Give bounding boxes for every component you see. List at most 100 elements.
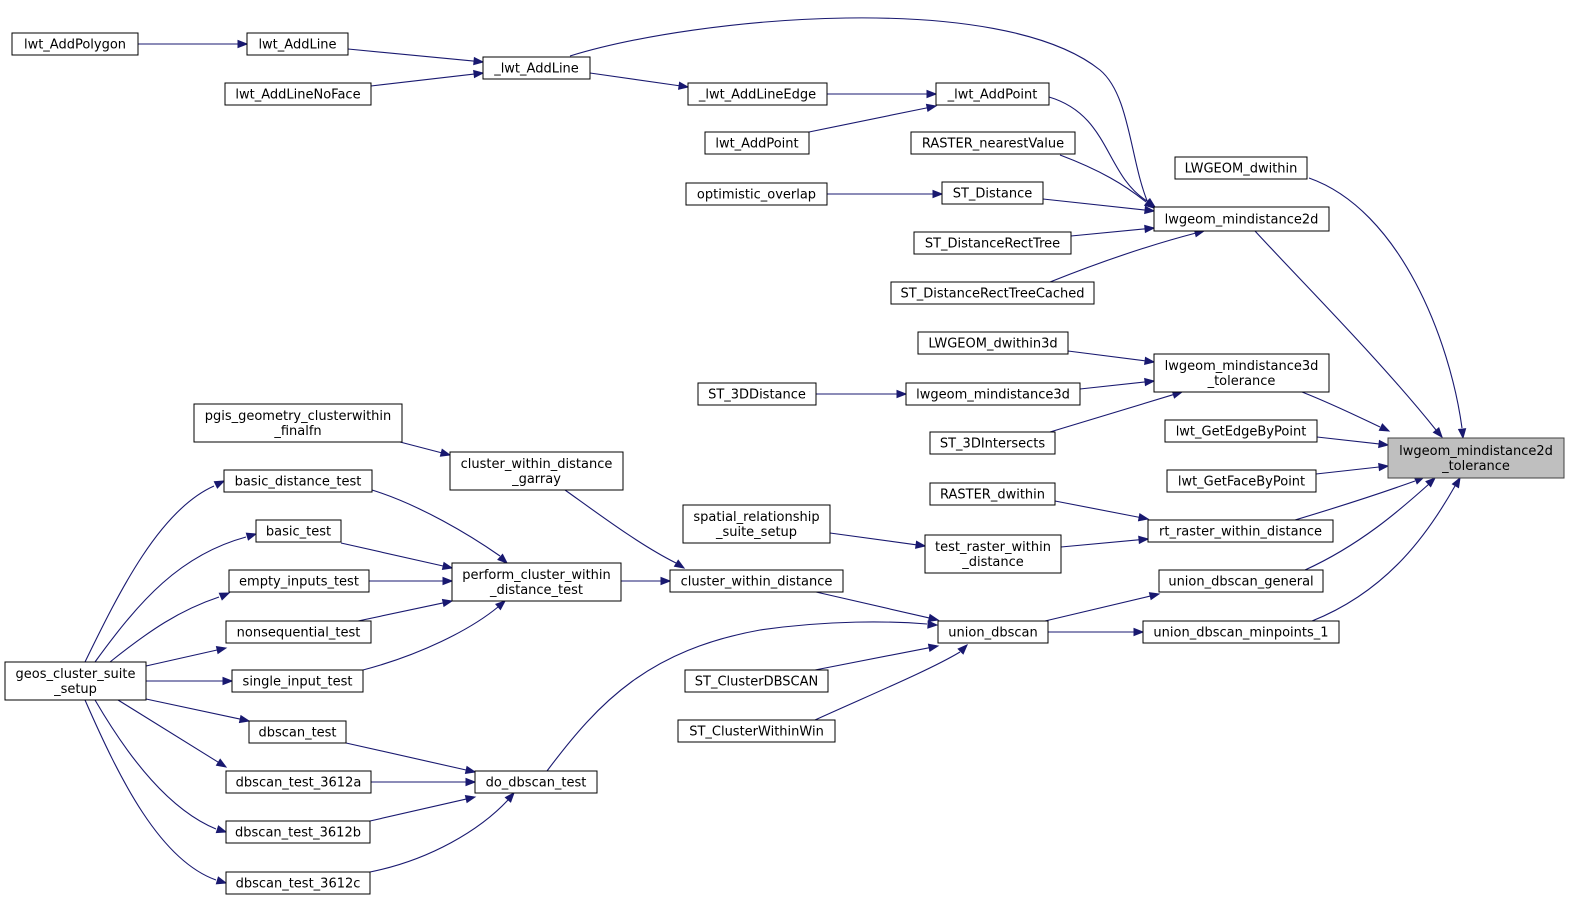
function-node-dbscan_test_3612a[interactable]: dbscan_test_3612a (225, 770, 372, 794)
function-node-test_raster_within_distance[interactable]: test_raster_within_distance (924, 534, 1062, 574)
function-node-ST_3DDistance[interactable]: ST_3DDistance (697, 382, 817, 406)
node-label: union_dbscan_minpoints_1 (1153, 626, 1328, 641)
node-box (228, 569, 370, 593)
node-label: lwt_AddPolygon (24, 38, 126, 53)
node-box (1142, 620, 1340, 644)
function-node-LWGEOM_dwithin3d[interactable]: LWGEOM_dwithin3d (917, 331, 1069, 355)
edge-pgis_geometry_clusterwithin_finalfn-to-cluster_within_distance_garray (399, 441, 452, 457)
function-node-ST_ClusterDBSCAN[interactable]: ST_ClusterDBSCAN (684, 669, 829, 693)
function-node-cluster_within_distance[interactable]: cluster_within_distance (669, 569, 844, 593)
edge-line (1049, 232, 1197, 283)
node-label: _distance_test (489, 583, 583, 598)
edge-line (145, 698, 242, 720)
function-node-lwgeom_mindistance3d_tolerance[interactable]: lwgeom_mindistance3d_tolerance (1153, 353, 1330, 393)
function-node-ST_Distance[interactable]: ST_Distance (941, 181, 1044, 205)
function-node-do_dbscan_test[interactable]: do_dbscan_test (474, 770, 598, 794)
node-label: _tolerance (1207, 374, 1276, 389)
edge-arrowhead (504, 791, 515, 803)
edges-layer (84, 17, 1467, 885)
function-node-spatial_relationship_suite_setup[interactable]: spatial_relationship_suite_setup (682, 504, 831, 544)
edge-arrowhead (957, 644, 968, 655)
node-box (1387, 437, 1565, 479)
function-node-dbscan_test[interactable]: dbscan_test (248, 720, 347, 744)
function-node-RASTER_dwithin[interactable]: RASTER_dwithin (929, 482, 1056, 506)
edge-geos_cluster_suite_setup-to-empty_inputs_test (109, 592, 231, 663)
edge-line (808, 107, 929, 133)
function-node-union_dbscan_general[interactable]: union_dbscan_general (1158, 569, 1324, 593)
function-node-optimistic_overlap[interactable]: optimistic_overlap (685, 182, 828, 206)
edge-line (369, 799, 509, 873)
function-node-empty_inputs_test[interactable]: empty_inputs_test (228, 569, 370, 593)
function-node-rt_raster_within_distance[interactable]: rt_raster_within_distance (1147, 519, 1334, 543)
edge-nonsequential_test-to-perform_cluster_within_distance_test (357, 598, 454, 622)
edge-arrowhead (677, 81, 690, 90)
function-node-cluster_within_distance_garray[interactable]: cluster_within_distance_garray (449, 451, 624, 491)
edge-arrowhead (473, 56, 485, 66)
edge-line (1254, 230, 1437, 431)
function-node-nonsequential_test[interactable]: nonsequential_test (225, 620, 372, 644)
function-node-lwt_AddLineNoFace[interactable]: lwt_AddLineNoFace (224, 82, 372, 106)
edge-line (1059, 154, 1147, 203)
function-node-_lwt_AddLineEdge[interactable]: _lwt_AddLineEdge (687, 82, 828, 106)
function-node-lwt_AddPoint[interactable]: lwt_AddPoint (704, 131, 810, 155)
node-box (935, 82, 1050, 106)
target-function-node[interactable]: lwgeom_mindistance2d_tolerance (1387, 437, 1565, 479)
function-node-union_dbscan[interactable]: union_dbscan (937, 620, 1049, 644)
node-label: union_dbscan_general (1168, 575, 1313, 590)
function-node-single_input_test[interactable]: single_input_test (231, 669, 364, 693)
function-node-basic_test[interactable]: basic_test (255, 519, 342, 543)
edge-arrowhead (1143, 198, 1156, 209)
function-node-dbscan_test_3612c[interactable]: dbscan_test_3612c (225, 871, 371, 895)
function-node-lwgeom_mindistance2d[interactable]: lwgeom_mindistance2d (1153, 206, 1330, 232)
edge-line (1048, 96, 1148, 202)
edge-arrowhead (497, 553, 509, 564)
node-label: _distance (961, 555, 1024, 570)
function-node-union_dbscan_minpoints_1[interactable]: union_dbscan_minpoints_1 (1142, 620, 1340, 644)
edge-lwt_AddLineNoFace-to-_lwt_AddLine (370, 69, 485, 87)
edge-basic_test-to-perform_cluster_within_distance_test (340, 542, 454, 571)
nodes-layer: lwgeom_mindistance2d_tolerancelwt_AddPol… (4, 32, 1565, 895)
edge-arrowhead (441, 598, 454, 608)
edge-line (564, 489, 677, 564)
edge-lwgeom_mindistance3d-to-lwgeom_mindistance3d_tolerance (1079, 377, 1156, 390)
function-node-LWGEOM_dwithin[interactable]: LWGEOM_dwithin (1174, 156, 1308, 180)
edge-arrowhead (215, 825, 228, 834)
node-box (677, 719, 836, 743)
edge-line (1301, 391, 1381, 428)
node-label: do_dbscan_test (486, 776, 587, 791)
function-node-ST_DistanceRectTree[interactable]: ST_DistanceRectTree (913, 231, 1072, 255)
edge-lwt_AddLine-to-_lwt_AddLine (347, 48, 485, 66)
function-node-ST_DistanceRectTreeCached[interactable]: ST_DistanceRectTreeCached (890, 281, 1095, 305)
edge-arrowhead (442, 576, 454, 586)
function-node-lwt_GetFaceByPoint[interactable]: lwt_GetFaceByPoint (1166, 469, 1317, 493)
function-node-RASTER_nearestValue[interactable]: RASTER_nearestValue (910, 131, 1076, 155)
node-label: ST_3DDistance (708, 388, 806, 403)
node-label: lwt_AddPoint (715, 137, 798, 152)
edge-lwt_GetEdgeByPoint-to-target (1316, 436, 1390, 449)
edge-arrowhead (237, 39, 249, 49)
edge-geos_cluster_suite_setup-to-dbscan_test_3612b (94, 699, 228, 834)
edge-lwt_AddPoint-to-_lwt_AddPoint (808, 103, 938, 133)
function-node-_lwt_AddPoint[interactable]: _lwt_AddPoint (935, 82, 1050, 106)
function-node-basic_distance_test[interactable]: basic_distance_test (223, 469, 373, 493)
function-node-lwt_GetEdgeByPoint[interactable]: lwt_GetEdgeByPoint (1164, 419, 1318, 443)
edge-arrowhead (1378, 439, 1390, 449)
node-label: optimistic_overlap (697, 188, 816, 203)
function-node-ST_3DIntersects[interactable]: ST_3DIntersects (929, 431, 1056, 455)
function-node-geos_cluster_suite_setup[interactable]: geos_cluster_suite_setup (4, 661, 147, 701)
function-node-_lwt_AddLine[interactable]: _lwt_AddLine (482, 56, 591, 80)
node-box (924, 534, 1062, 574)
function-node-lwt_AddLine[interactable]: lwt_AddLine (246, 32, 349, 56)
function-node-dbscan_test_3612b[interactable]: dbscan_test_3612b (225, 820, 371, 844)
function-node-lwt_AddPolygon[interactable]: lwt_AddPolygon (11, 32, 139, 56)
function-node-perform_cluster_within_distance_test[interactable]: perform_cluster_within_distance_test (451, 562, 622, 602)
edge-union_dbscan_minpoints_1-to-target (1311, 476, 1461, 622)
edge-line (145, 649, 219, 667)
edge-line (1308, 177, 1463, 429)
node-box (11, 32, 139, 56)
edge-do_dbscan_test-to-union_dbscan (546, 620, 939, 772)
function-node-pgis_geometry_clusterwithin_finalfn[interactable]: pgis_geometry_clusterwithin_finalfn (193, 403, 403, 443)
node-label: LWGEOM_dwithin3d (928, 337, 1057, 352)
function-node-ST_ClusterWithinWin[interactable]: ST_ClusterWithinWin (677, 719, 836, 743)
function-node-lwgeom_mindistance3d[interactable]: lwgeom_mindistance3d (905, 382, 1081, 406)
